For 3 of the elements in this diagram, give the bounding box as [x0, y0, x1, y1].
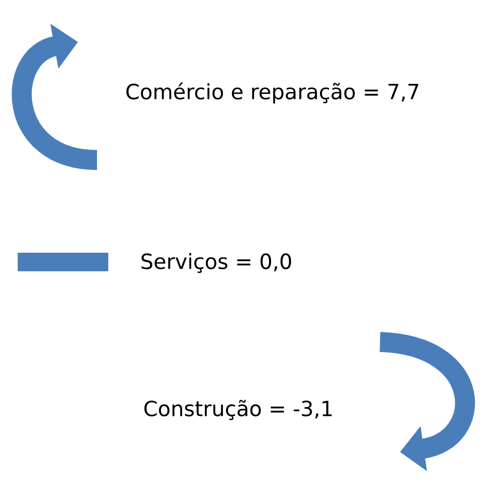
value-label: Construção = -3,1: [144, 400, 332, 420]
value-label: Comércio e reparação = 7,7: [126, 82, 418, 104]
value-label: Serviços = 0,0: [142, 253, 292, 273]
